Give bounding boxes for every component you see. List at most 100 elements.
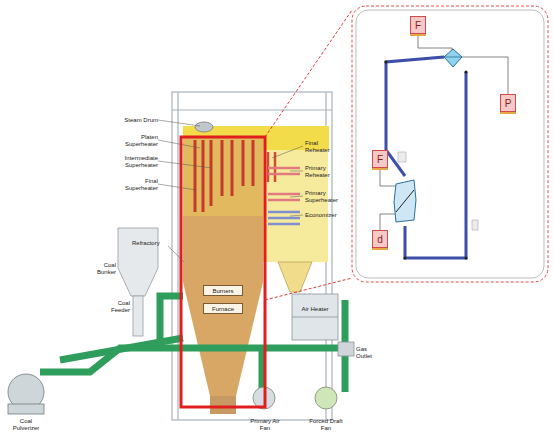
superheater-tubes	[221, 140, 224, 196]
part-label: Platen Superheater	[118, 134, 158, 147]
air-heater	[292, 294, 338, 340]
air-ducts	[60, 338, 183, 360]
node-text: P	[505, 98, 512, 109]
node-text: Burners	[212, 288, 233, 294]
parameter-box: F	[372, 150, 388, 168]
pipe-tags	[472, 220, 478, 230]
inset-signals	[380, 170, 396, 186]
inset-pipes	[386, 57, 466, 258]
superheater-tubes	[210, 140, 213, 206]
building-frame	[172, 109, 332, 110]
drum-symbol	[444, 49, 462, 67]
back-pass-tubes	[268, 167, 300, 170]
gas-outlet	[338, 342, 354, 356]
part-label: Coal Pulverizer	[6, 418, 46, 431]
zoom-lines	[265, 278, 352, 300]
inset-joints	[384, 60, 387, 63]
superheater-tubes	[252, 140, 255, 186]
part-label: Primary Air Fan	[246, 418, 284, 431]
inset-panel	[356, 10, 544, 278]
flue-duct	[278, 262, 312, 292]
parameter-box: P	[500, 94, 516, 112]
leader-lines	[290, 215, 303, 216]
pump-symbol	[394, 180, 416, 222]
superheater-tubes	[195, 140, 253, 212]
boiler-body	[183, 136, 263, 216]
inset-signals	[418, 36, 452, 52]
node-text: F	[377, 154, 383, 165]
part-label: Steam Drum	[100, 117, 158, 124]
inset-joints	[384, 60, 467, 259]
air-heater	[292, 294, 338, 340]
back-pass-tubes	[268, 223, 300, 226]
coal-pulverizer	[8, 374, 44, 414]
inset-joints	[464, 256, 467, 259]
back-pass-tubes	[268, 217, 300, 220]
steam-drum	[195, 122, 213, 132]
superheater-tubes	[194, 140, 197, 212]
superheater-tubes	[231, 140, 234, 196]
pipe-tags	[398, 152, 478, 230]
inset-joints	[403, 256, 406, 259]
boiler-body	[183, 136, 263, 282]
part-label: Final Superheater	[118, 178, 158, 191]
steam-drum	[195, 122, 213, 132]
parameter-box: d	[372, 230, 388, 248]
part-label: Air Heater	[300, 306, 330, 313]
highlight-frame	[181, 137, 265, 407]
node-text: d	[377, 234, 383, 245]
inset-joints	[464, 70, 467, 73]
superheater-tubes	[202, 140, 205, 212]
pump-symbol	[394, 180, 416, 222]
boiler-body	[183, 282, 263, 396]
inset-pipes	[405, 72, 466, 258]
back-pass-tubes	[268, 211, 300, 214]
node-text: Furnace	[212, 306, 234, 312]
leader-lines	[158, 140, 200, 148]
back-pass-tubes	[268, 173, 300, 176]
superheater-tubes	[242, 140, 245, 186]
drum-symbol	[444, 57, 462, 58]
back-pass-tubes	[268, 193, 300, 196]
flue-duct	[278, 262, 312, 292]
zoom-lines	[265, 10, 352, 300]
zoom-lines	[265, 10, 352, 137]
coal-bunker	[133, 296, 143, 336]
part-label: Primary Reheater	[305, 165, 343, 178]
part-label: Intermediate Superheater	[108, 155, 158, 168]
back-pass-tubes	[268, 152, 300, 224]
part-label: Primary Superheater	[305, 190, 345, 203]
inset-signals	[462, 57, 508, 94]
part-label: Final Reheater	[305, 140, 343, 153]
inset-signals	[380, 36, 508, 230]
part-tag: Burners	[203, 285, 243, 296]
leader-lines	[290, 171, 303, 172]
boiler-body	[210, 396, 236, 414]
parameter-box: F	[410, 16, 426, 34]
coal-bunker	[118, 228, 158, 296]
part-label: Economizer	[305, 212, 349, 219]
fans	[315, 387, 337, 409]
part-tag: Furnace	[203, 303, 243, 314]
air-ducts	[40, 348, 345, 372]
inset-panel	[352, 6, 548, 282]
node-text: F	[415, 20, 421, 31]
inset-panel	[352, 6, 548, 282]
leader-lines	[290, 196, 303, 197]
drum-symbol	[444, 49, 462, 67]
highlight-frame	[181, 137, 265, 407]
leader-lines	[158, 184, 196, 190]
leader-lines	[272, 146, 303, 158]
air-heater	[292, 317, 338, 318]
part-label: Forced Draft Fan	[306, 418, 346, 431]
part-label: Coal Feeder	[100, 300, 130, 313]
pump-symbol	[396, 190, 414, 212]
inset-pipes	[386, 57, 444, 176]
back-pass-tubes	[268, 199, 300, 202]
leader-lines	[158, 120, 200, 126]
part-label: Coal Bunker	[90, 262, 116, 275]
gas-outlet	[338, 342, 354, 356]
